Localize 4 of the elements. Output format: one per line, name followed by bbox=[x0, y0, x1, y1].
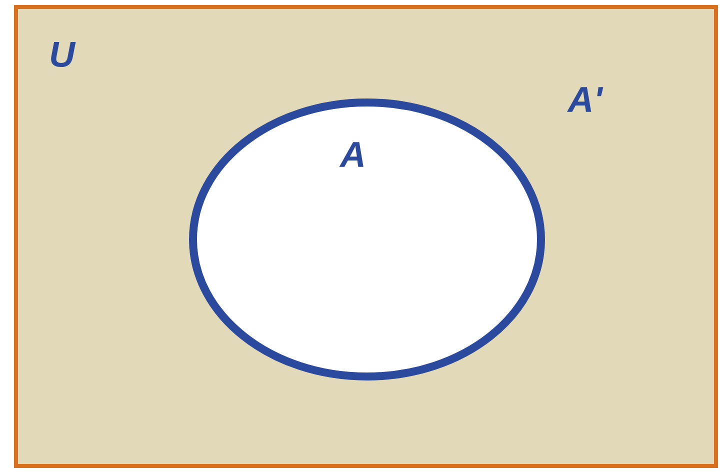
set-label: A' bbox=[567, 87, 604, 112]
set-label: U bbox=[51, 42, 76, 68]
set-ellipse bbox=[189, 98, 545, 380]
set-label: A bbox=[339, 142, 364, 167]
